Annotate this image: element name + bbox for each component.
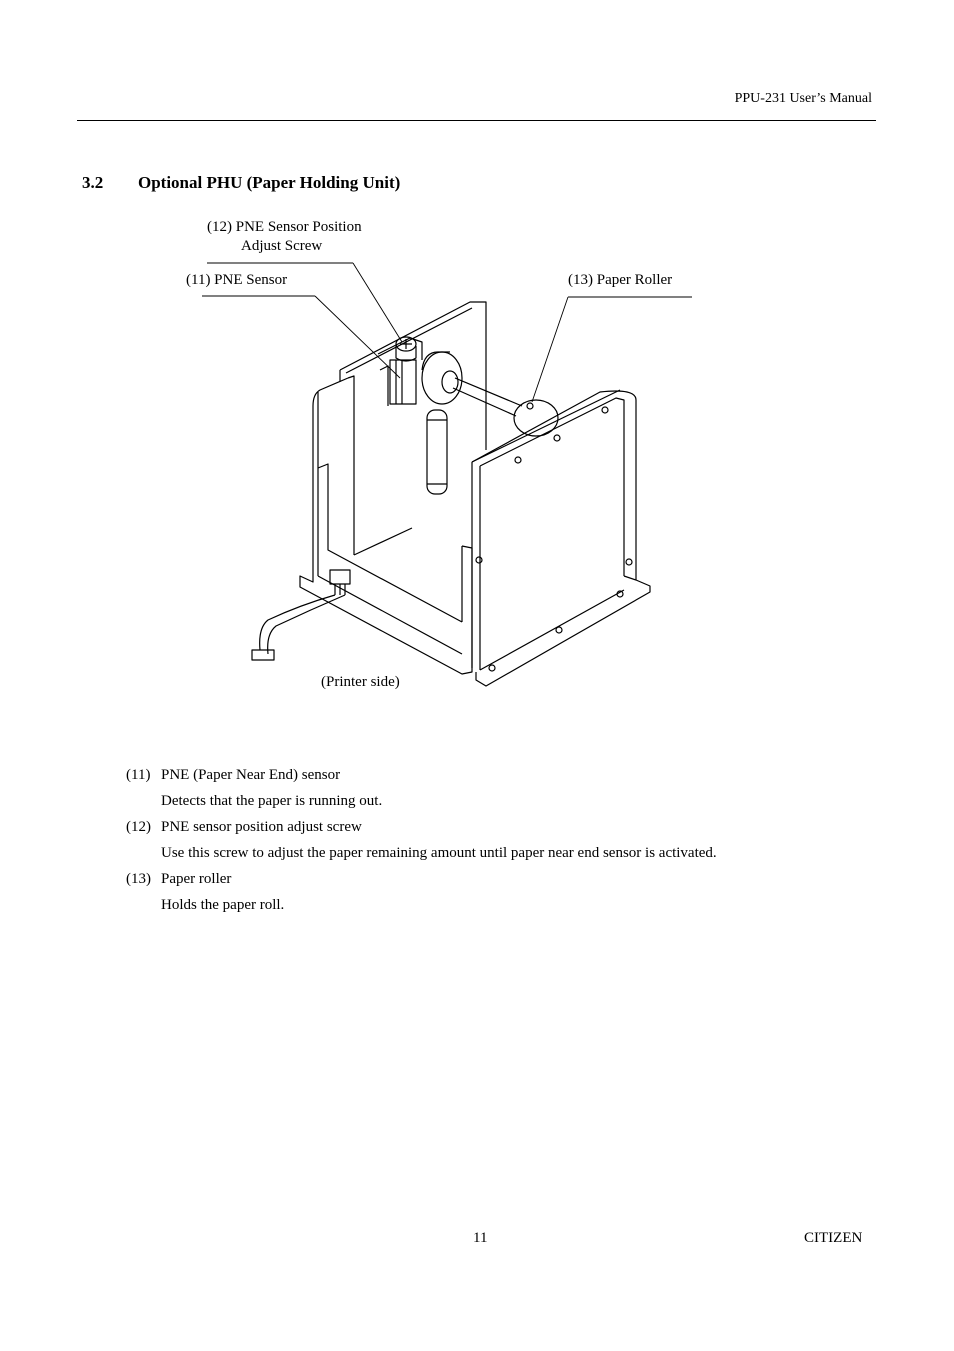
item-description: Detects that the paper is running out. xyxy=(161,793,383,809)
section-title: Optional PHU (Paper Holding Unit) xyxy=(138,173,401,192)
item-number: (11) xyxy=(126,767,151,783)
right-frame xyxy=(471,389,651,687)
phu-figure: (12) PNE Sensor Position Adjust Screw (1… xyxy=(150,210,710,710)
callout-printer-side: (Printer side) xyxy=(321,674,400,690)
page-number: 11 xyxy=(473,1230,488,1246)
item-title: PNE (Paper Near End) sensor xyxy=(161,767,341,783)
leader-lines xyxy=(202,262,692,403)
rear-plate xyxy=(339,301,487,450)
list-item: (12) PNE sensor position adjust screw Us… xyxy=(126,819,717,862)
callout-pne-adjust-line1: (12) PNE Sensor Position xyxy=(207,219,362,235)
item-description: Holds the paper roll. xyxy=(161,897,285,913)
callout-pne-sensor: (11) PNE Sensor xyxy=(186,272,288,288)
list-item: (11) PNE (Paper Near End) sensor Detects… xyxy=(126,767,717,810)
adjust-screw xyxy=(395,336,417,362)
item-number: (12) xyxy=(126,819,151,835)
header-rule xyxy=(77,120,876,121)
inner-spring xyxy=(426,409,448,495)
item-description: Use this screw to adjust the paper remai… xyxy=(161,845,717,861)
footer-brand: CITIZEN xyxy=(804,1230,863,1246)
list-item: (13) Paper roller Holds the paper roll. xyxy=(126,871,717,914)
item-number: (13) xyxy=(126,871,151,887)
header-title: PPU-231 User’s Manual xyxy=(734,91,872,106)
callout-paper-roller: (13) Paper Roller xyxy=(568,272,673,288)
callout-pne-adjust-line2: Adjust Screw xyxy=(241,238,323,254)
paper-roller xyxy=(421,351,559,437)
pne-sensor-block xyxy=(377,337,423,406)
item-list: (11) PNE (Paper Near End) sensor Detects… xyxy=(126,767,717,923)
item-title: Paper roller xyxy=(161,871,232,887)
phu-illustration xyxy=(202,262,692,687)
left-frame xyxy=(299,375,473,675)
section-number: 3.2 xyxy=(82,173,104,192)
cable-connector xyxy=(251,569,351,661)
section-heading: 3.2 Optional PHU (Paper Holding Unit) xyxy=(82,173,400,193)
item-title: PNE sensor position adjust screw xyxy=(161,819,362,835)
